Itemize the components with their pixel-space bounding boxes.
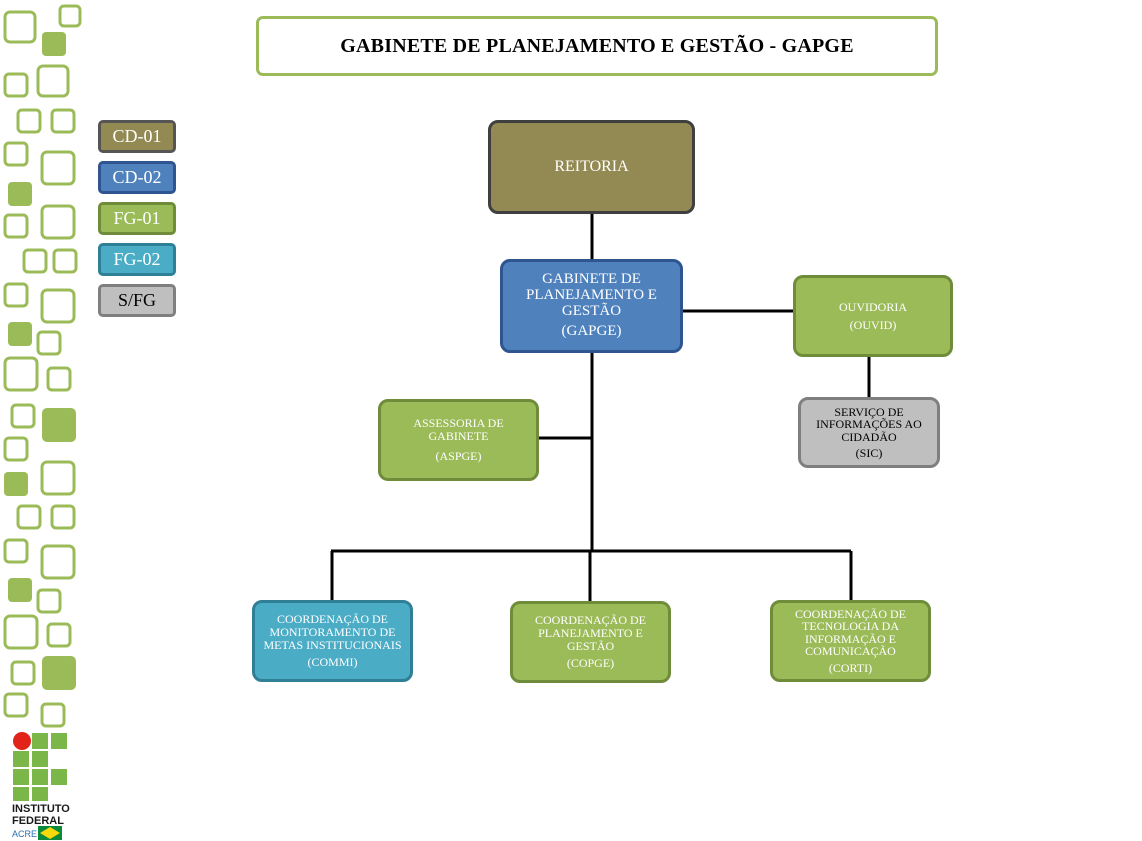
node-reitoria: REITORIA	[488, 120, 695, 214]
node-aspge: ASSESSORIA DE GABINETE (ASPGE)	[378, 399, 539, 481]
node-commi-name: COORDENAÇÃO DE MONITORAMENTO DE METAS IN…	[263, 612, 402, 652]
node-gapge-abbr: (GAPGE)	[561, 323, 622, 340]
node-corti: COORDENAÇÃO DE TECNOLOGIA DA INFORMAÇÃO …	[770, 600, 931, 682]
node-aspge-name: ASSESSORIA DE GABINETE	[413, 416, 504, 443]
node-commi-abbr: (COMMI)	[307, 655, 358, 670]
node-ouvid: OUVIDORIA (OUVID)	[793, 275, 953, 357]
page-title: GABINETE DE PLANEJAMENTO E GESTÃO - GAPG…	[256, 16, 938, 76]
legend-item-sfg: S/FG	[98, 284, 176, 317]
node-ouvid-abbr: (OUVID)	[849, 317, 897, 332]
node-gapge: GABINETE DE PLANEJAMENTO E GESTÃO (GAPGE…	[500, 259, 683, 353]
node-sic: SERVIÇO DE INFORMAÇÕES AO CIDADÃO (SIC)	[798, 397, 940, 468]
node-commi: COORDENAÇÃO DE MONITORAMENTO DE METAS IN…	[252, 600, 413, 682]
node-corti-abbr: (CORTI)	[828, 660, 873, 675]
node-copge: COORDENAÇÃO DE PLANEJAMENTO E GESTÃO (CO…	[510, 601, 671, 683]
decorative-squares-border	[3, 4, 82, 728]
node-corti-name: COORDENAÇÃO DE TECNOLOGIA DA INFORMAÇÃO …	[795, 606, 906, 659]
legend-item-fg02: FG-02	[98, 243, 176, 276]
node-ouvid-name: OUVIDORIA	[839, 299, 907, 314]
legend-item-fg01: FG-01	[98, 202, 176, 235]
node-copge-name: COORDENAÇÃO DE PLANEJAMENTO E GESTÃO	[535, 613, 646, 653]
node-sic-name: SERVIÇO DE INFORMAÇÕES AO CIDADÃO	[816, 404, 922, 444]
node-gapge-name: GABINETE DE PLANEJAMENTO E GESTÃO	[526, 271, 657, 319]
node-sic-abbr: (SIC)	[855, 445, 883, 460]
legend-item-cd02: CD-02	[98, 161, 176, 194]
logo-line-1: INSTITUTO	[12, 803, 70, 815]
node-aspge-abbr: (ASPGE)	[435, 449, 482, 464]
node-copge-abbr: (COPGE)	[566, 656, 615, 671]
logo-line-2: FEDERAL	[12, 815, 64, 827]
instituto-federal-logo	[13, 732, 67, 840]
logo-line-3: ACRE	[12, 829, 38, 839]
legend-item-cd01: CD-01	[98, 120, 176, 153]
node-reitoria-name: REITORIA	[554, 157, 629, 175]
